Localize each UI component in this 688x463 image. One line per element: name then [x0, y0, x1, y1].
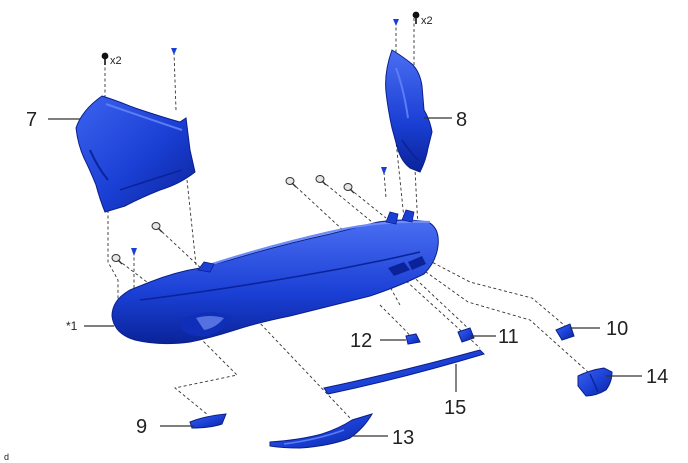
part-14-corner-piece [577, 367, 613, 397]
screw-bumper-left-2 [111, 254, 123, 265]
part-13-lower-garnish [269, 413, 374, 449]
corner-mark: d [4, 452, 9, 462]
part-7-left-retainer [75, 95, 196, 213]
part-9-reflector-left [189, 413, 227, 429]
screw-top-right [412, 11, 420, 24]
callout-1: *1 [66, 319, 78, 333]
callout-leaders [48, 117, 642, 437]
screw-top-left [101, 52, 109, 65]
part-12-clip [405, 333, 421, 345]
screw-bumper-top-3 [343, 183, 355, 194]
callout-10: 10 [606, 318, 628, 340]
part-1-bumper-cover [111, 209, 439, 345]
part-15-moulding-strip [323, 349, 485, 395]
part-8-right-retainer [385, 49, 433, 173]
clip-top-left [171, 48, 177, 55]
screw-bumper-top-1 [285, 177, 297, 188]
callout-9: 9 [136, 416, 147, 438]
clip-bumper-left [131, 248, 137, 256]
screw-bumper-left-1 [151, 222, 163, 233]
quantity-label-right: x2 [421, 15, 433, 27]
callout-13: 13 [392, 427, 414, 449]
callout-11: 11 [498, 326, 519, 348]
part-10-bracket [555, 323, 575, 341]
callout-7: 7 [26, 109, 37, 131]
callout-14: 14 [646, 366, 668, 388]
screw-bumper-top-2 [315, 175, 327, 186]
clip-top-right [393, 19, 399, 26]
quantity-label-left: x2 [110, 55, 122, 67]
callout-15: 15 [444, 397, 466, 419]
clip-bumper-right [381, 167, 387, 175]
callout-12: 12 [350, 330, 372, 352]
part-11-clip [457, 327, 475, 343]
callout-8: 8 [456, 109, 467, 131]
assembly-lines [104, 18, 589, 419]
